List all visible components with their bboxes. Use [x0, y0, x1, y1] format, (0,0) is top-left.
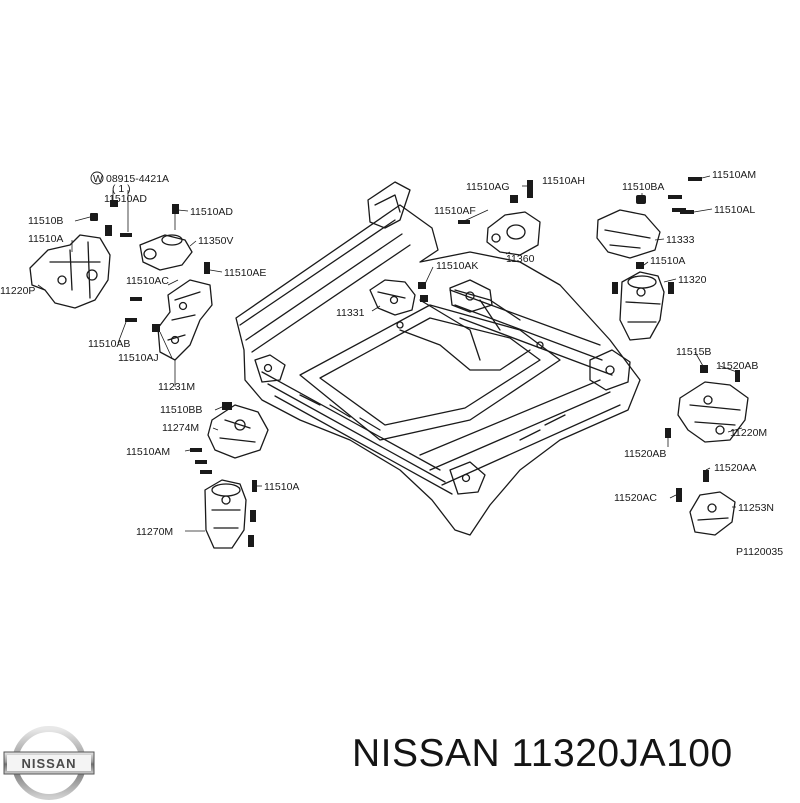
label-11510aj: 11510AJ [118, 352, 159, 364]
label-11510ah: 11510AH [542, 175, 585, 187]
label-11510ag: 11510AG [466, 181, 510, 193]
mount-bracket-11360 [486, 211, 541, 256]
label-11331: 11331 [336, 307, 365, 319]
part-number-caption: NISSAN 11320JA100 [352, 732, 733, 775]
washer-symbol: W [90, 171, 104, 185]
bolts-11360 [458, 180, 533, 224]
label-11510am-right: 11510AM [712, 169, 756, 181]
label-11520ab-top: 11520AB [716, 360, 758, 372]
label-11231m: 11231M [158, 381, 195, 393]
mount-insulator-11320 [619, 271, 665, 341]
label-11253n: 11253N [738, 502, 774, 514]
label-11515b: 11515B [676, 346, 711, 358]
bolts-11274m [190, 402, 232, 474]
mount-bracket-11331 [369, 279, 416, 316]
label-11510b: 11510B [28, 215, 63, 227]
bolts-11333 [636, 177, 702, 214]
label-11510a-left: 11510A [28, 233, 63, 245]
label-11510al: 11510AL [714, 204, 755, 216]
label-11510ak: 11510AK [436, 260, 478, 272]
label-11510ae: 11510AE [224, 267, 266, 279]
diagram-reference-code: P1120035 [736, 546, 783, 558]
mount-bracket-11253n [689, 491, 736, 536]
label-08915-4421a: 08915-4421A [106, 173, 169, 185]
label-11350v: 11350V [198, 235, 233, 247]
logo-wordmark: NISSAN [21, 756, 76, 771]
label-11510ad-b: 11510AD [190, 206, 233, 218]
mount-bracket-11220m [677, 381, 749, 443]
label-11333: 11333 [666, 234, 695, 246]
front-subframe [235, 181, 641, 536]
label-11510ad-a: 11510AD [104, 193, 147, 205]
label-11520ac: 11520AC [614, 492, 657, 504]
label-11510ba: 11510BA [622, 181, 664, 193]
bolts-11253n [676, 470, 709, 502]
label-11510a-bottom: 11510A [264, 481, 299, 493]
mount-bracket-11274m [207, 404, 269, 459]
nissan-logo: NISSAN [3, 726, 95, 800]
label-11320: 11320 [678, 274, 707, 286]
label-11520aa: 11520AA [714, 462, 756, 474]
svg-text:W: W [93, 173, 103, 185]
label-11520ab-bottom: 11520AB [624, 448, 666, 460]
label-11220p: 11220P [0, 285, 35, 297]
mount-bracket-11231m [157, 279, 213, 361]
label-washer-qty: ( 1 ) [112, 183, 131, 195]
bolts-upper-left [90, 200, 179, 237]
label-11510ab: 11510AB [88, 338, 130, 350]
label-11510ac: 11510AC [126, 275, 169, 287]
label-11510am-left: 11510AM [126, 446, 170, 458]
label-11510af: 11510AF [434, 205, 476, 217]
bolts-11320 [612, 262, 674, 294]
mount-insulator-11270m [204, 479, 247, 549]
bolts-11231m [125, 262, 210, 332]
label-11274m: 11274M [162, 422, 199, 434]
engine-mount-exploded-diagram: W 08915-4421A ( 1 ) 11510AD 11510AD 1151… [0, 169, 783, 558]
label-11270m: 11270M [136, 526, 173, 538]
bolts-11220m [665, 365, 740, 438]
bolts-11270m [248, 480, 257, 547]
bolts-11331 [418, 282, 428, 302]
label-11360: 11360 [506, 253, 535, 265]
mount-bracket-11333 [596, 209, 661, 259]
mount-insulator-11350v [139, 234, 193, 271]
mount-bracket-11220p [29, 234, 111, 309]
label-11510a-right: 11510A [650, 255, 685, 267]
leader-lines [37, 175, 743, 532]
label-11220m: 11220M [730, 427, 767, 439]
label-11510bb: 11510BB [160, 404, 202, 416]
